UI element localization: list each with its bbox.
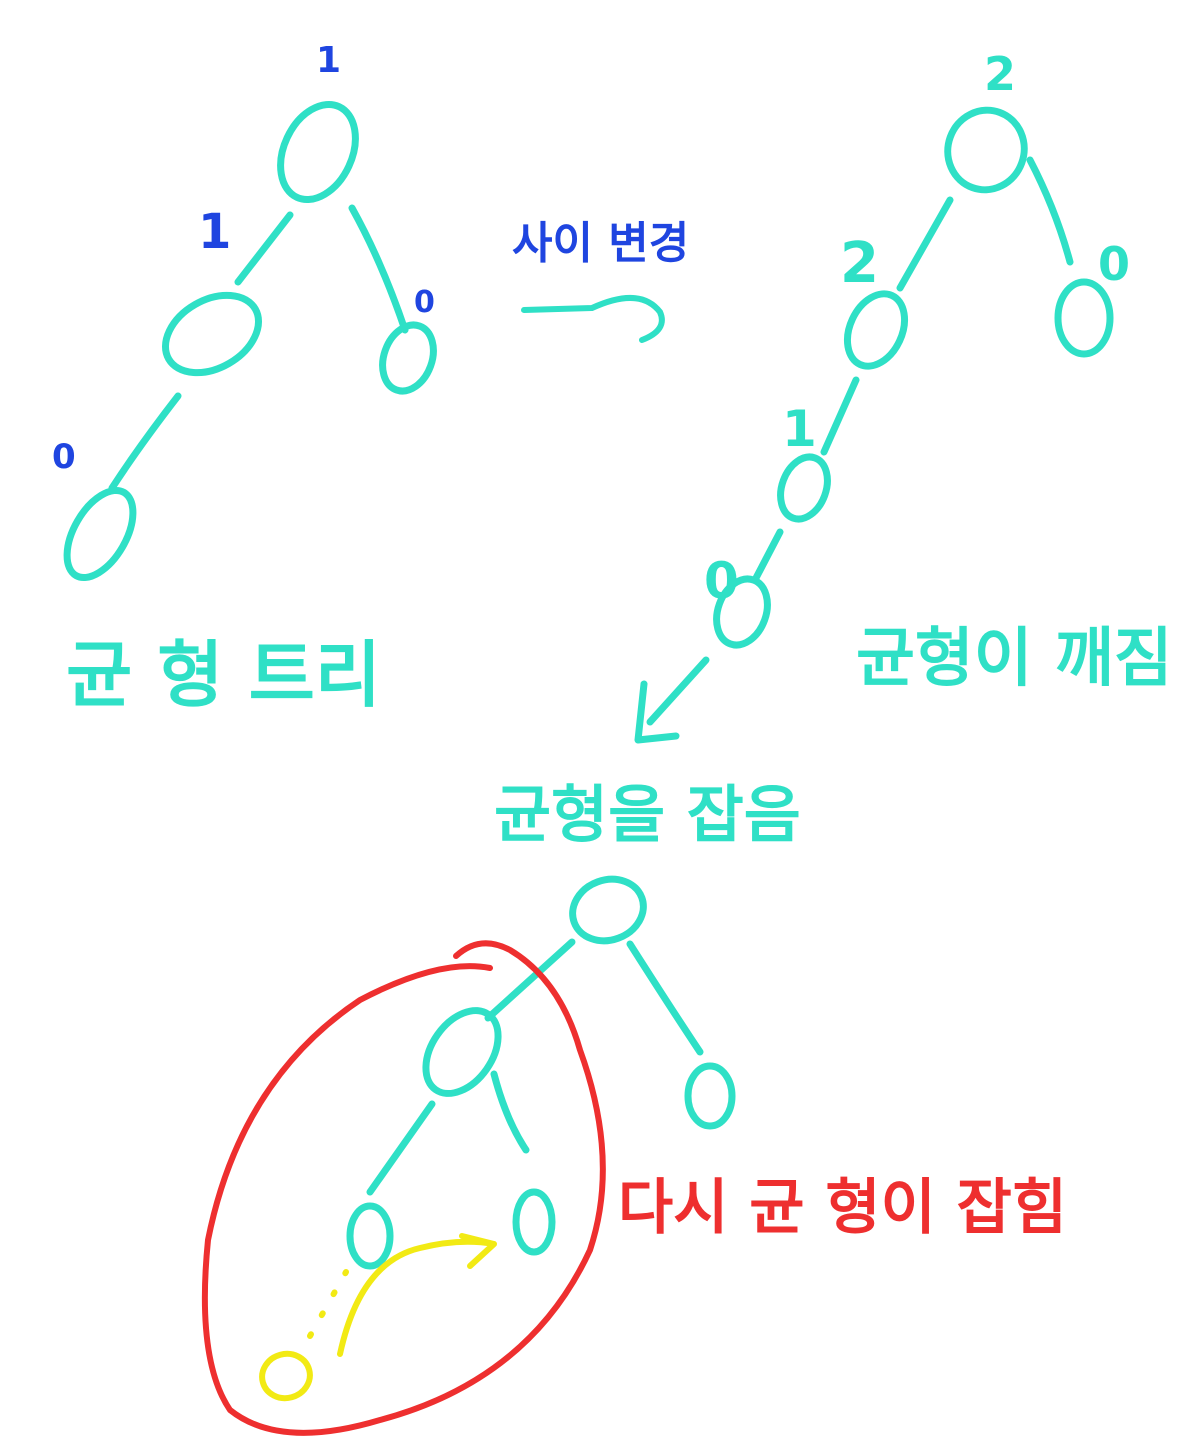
balance-factor-left-left: 1	[782, 400, 817, 458]
moved-node-note	[259, 1233, 497, 1402]
balanced-tree-label: 균 형 트리	[66, 633, 381, 717]
balance-factor-root: 1	[316, 40, 341, 81]
balance-factor-left-child: 2	[840, 231, 879, 296]
move-path-dots	[307, 1269, 349, 1339]
rebalanced-tree	[346, 875, 736, 1270]
restore-label: 균형을 잡음	[494, 778, 801, 851]
tree-edge	[348, 204, 409, 334]
tree-node	[843, 290, 909, 370]
tree-edge	[626, 940, 704, 1056]
imbalance-label: 균형이 깨짐	[856, 622, 1173, 696]
tree-node	[1054, 278, 1114, 358]
rotate-arrow	[634, 656, 710, 744]
tree-node	[277, 100, 359, 204]
balanced-tree	[63, 100, 437, 582]
balance-factor-left-left-left: 0	[704, 552, 739, 610]
balance-factor-right-child: 0	[1098, 237, 1130, 291]
tree-edge	[896, 196, 954, 292]
balance-factor-left-child: 1	[198, 204, 231, 260]
move-arrow	[337, 1233, 497, 1357]
tree-edge	[490, 1070, 530, 1154]
balance-factor-root: 2	[984, 47, 1016, 101]
tree-node	[684, 1062, 736, 1130]
tree-node	[346, 1202, 394, 1270]
balance-factor-left-left: 0	[52, 437, 76, 477]
balanced-tree-factors: 1 1 0 0	[52, 40, 435, 477]
tree-node	[713, 575, 771, 649]
rotation-underline-arrow	[521, 294, 665, 343]
tree-node	[63, 486, 137, 582]
tree-node	[777, 453, 831, 523]
tree-edge	[366, 1100, 436, 1196]
tree-node	[569, 875, 647, 945]
tree-edge	[234, 211, 294, 286]
tree-node	[161, 291, 263, 377]
tree-edge	[752, 528, 784, 582]
tree-edge	[484, 938, 576, 1022]
tree-node	[512, 1188, 556, 1256]
highlight-circle	[201, 940, 606, 1436]
tree-edge	[820, 376, 860, 456]
tree-edge	[1026, 156, 1074, 266]
tree-node	[944, 106, 1028, 194]
tree-node	[379, 321, 437, 395]
unbalanced-tree	[634, 106, 1114, 744]
tree-edge	[108, 392, 182, 492]
moved-node	[259, 1350, 313, 1402]
balance-factor-right-child: 0	[414, 285, 435, 320]
rotation-note: 사이 변경	[512, 218, 689, 269]
rebalanced-label: 다시 균 형이 잡힘	[618, 1173, 1067, 1243]
unbalanced-tree-factors: 2 2 0 1 0	[704, 47, 1130, 610]
tree-node	[422, 1007, 502, 1097]
